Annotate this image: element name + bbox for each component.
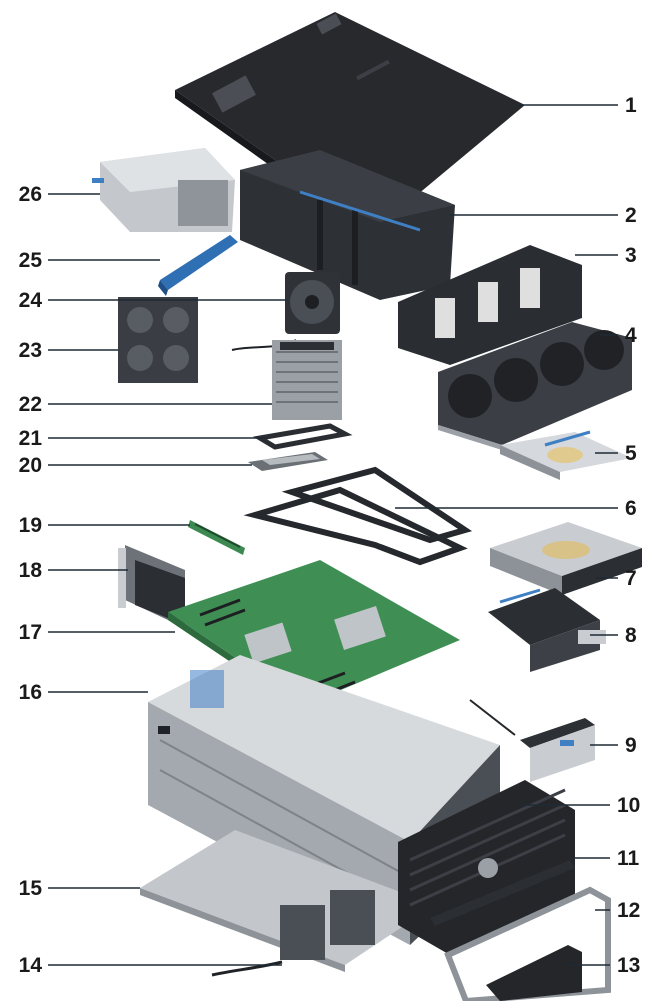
- part-air-shroud: [240, 150, 455, 300]
- callout-number-18: 18: [18, 559, 42, 582]
- callout-number-3: 3: [625, 244, 637, 267]
- part-bezel-frame: [444, 886, 611, 1005]
- callout-number-23: 23: [18, 339, 42, 362]
- part-optical-drive: [490, 522, 642, 595]
- callout-number-17: 17: [18, 621, 42, 644]
- callout-number-20: 20: [18, 454, 42, 477]
- part-front-fan-bracket: [398, 245, 582, 365]
- callout-number-12: 12: [617, 899, 641, 922]
- callout-number-25: 25: [18, 249, 42, 272]
- callout-number-2: 2: [625, 204, 637, 227]
- part-backplane-board: [158, 235, 238, 296]
- callout-leader-lines: [48, 104, 618, 966]
- callout-number-22: 22: [18, 393, 42, 416]
- callout-number-1: 1: [625, 94, 637, 117]
- part-front-bezel: [398, 780, 575, 955]
- part-heatsink: [272, 340, 342, 420]
- callout-number-5: 5: [625, 442, 637, 465]
- part-graphics-card: [118, 545, 185, 628]
- part-fan-cage: [118, 297, 198, 383]
- part-front-fan-assembly: [438, 322, 632, 450]
- part-io-panel: [469, 699, 595, 782]
- callout-number-13: 13: [617, 954, 641, 977]
- part-drive-cage: [211, 890, 375, 977]
- part-slim-optical-drive: [500, 430, 632, 480]
- callout-number-8: 8: [625, 624, 637, 647]
- callout-number-14: 14: [18, 954, 42, 977]
- callout-number-26: 26: [18, 183, 42, 206]
- callout-number-11: 11: [617, 847, 640, 870]
- part-system-fan: [231, 272, 340, 351]
- callout-number-15: 15: [18, 877, 42, 900]
- callout-number-19: 19: [18, 514, 42, 537]
- callout-number-7: 7: [625, 567, 637, 590]
- callout-number-6: 6: [625, 497, 637, 520]
- callout-number-24: 24: [18, 289, 42, 312]
- part-small-grille: [486, 945, 582, 1001]
- callout-number-10: 10: [617, 794, 641, 817]
- part-bezel-trim: [430, 860, 575, 926]
- callout-number-9: 9: [625, 734, 637, 757]
- part-processor-bracket: [252, 423, 353, 450]
- part-drive-tray: [488, 588, 606, 672]
- callout-number-4: 4: [625, 324, 637, 347]
- part-drive-carriers: [243, 466, 473, 566]
- part-power-supply: [92, 148, 235, 232]
- callout-number-16: 16: [18, 681, 42, 704]
- part-processor: [248, 452, 328, 471]
- callout-number-21: 21: [18, 427, 42, 450]
- part-memory-module: [188, 520, 245, 555]
